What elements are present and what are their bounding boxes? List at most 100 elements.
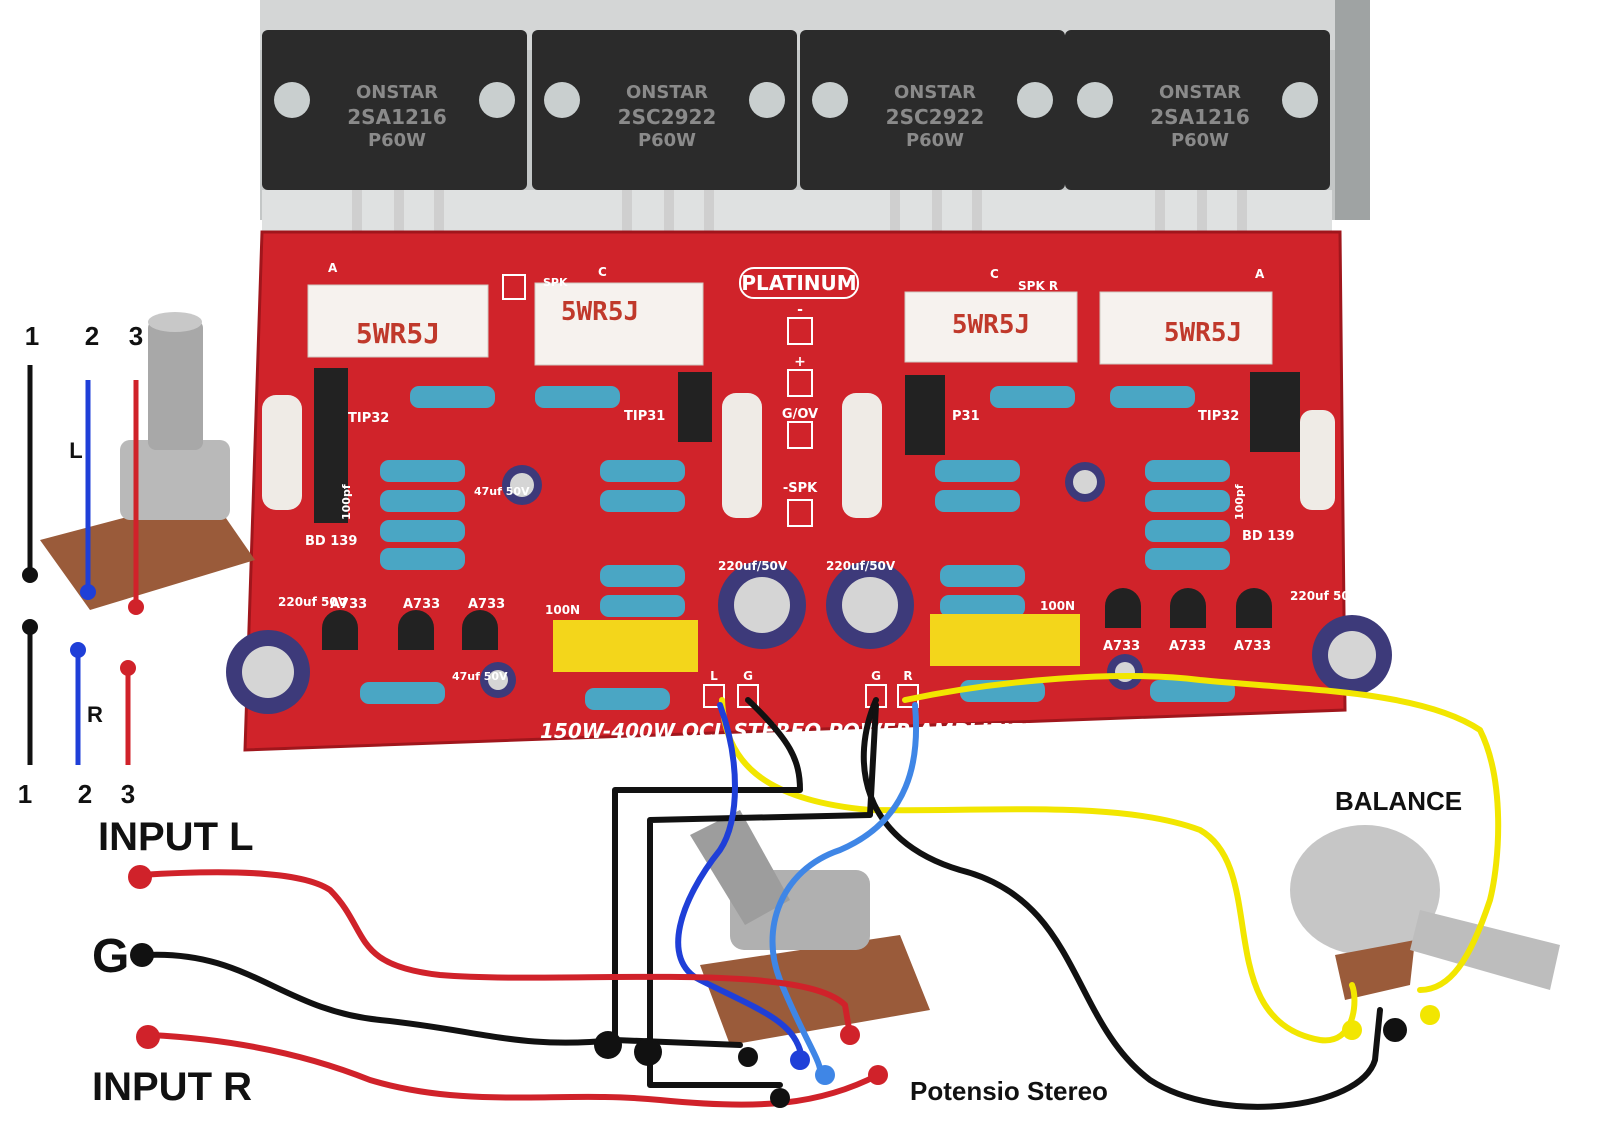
transistor-brand: ONSTAR (356, 82, 438, 103)
small-resistor (360, 682, 445, 704)
ground-label: G (92, 930, 129, 983)
tip32-transistor (314, 368, 348, 523)
pin-number: 2 (85, 321, 99, 351)
small-resistor (1145, 490, 1230, 512)
small-resistor (380, 460, 465, 482)
small-resistor (935, 490, 1020, 512)
power-resistor: 5WR5J (307, 284, 489, 358)
tip31-transistor (678, 372, 712, 442)
transistor-part: 2SC2922 (618, 105, 717, 129)
svg-text:P31: P31 (952, 409, 980, 424)
electrolytic-capacitor (1312, 615, 1392, 695)
svg-text:47uf 50V: 47uf 50V (452, 670, 508, 683)
transistor-part: 2SA1216 (347, 105, 446, 129)
pot-pinout-diagram: 1 2 3 1 2 3 L R (18, 312, 255, 809)
svg-text:220uf/50V: 220uf/50V (718, 559, 788, 573)
board-title: 150W-400W OCL STEREO POWER AMPLIFIER (540, 719, 1038, 743)
small-resistor (535, 386, 620, 408)
transistor-rating: P60W (1171, 130, 1229, 151)
power-resistor-vertical (842, 393, 882, 518)
small-resistor (380, 548, 465, 570)
svg-text:A733: A733 (330, 597, 367, 612)
amplifier-board: PLATINUM 5WR5J 5WR5J 5WR5J 5WR5J (226, 230, 1392, 752)
screw-icon (1282, 82, 1318, 118)
black-wire (860, 697, 1383, 1110)
svg-text:100N: 100N (1040, 599, 1075, 613)
screw-icon (749, 82, 785, 118)
svg-text:C: C (990, 267, 999, 281)
small-resistor (1145, 520, 1230, 542)
tip32-transistor (1250, 372, 1300, 452)
screw-icon (812, 82, 848, 118)
svg-text:A733: A733 (1234, 639, 1271, 654)
electrolytic-capacitor (718, 561, 806, 649)
svg-text:R: R (903, 669, 912, 683)
small-resistor (1145, 548, 1230, 570)
pin-number: 3 (121, 779, 135, 809)
electrolytic-capacitor (502, 465, 542, 505)
small-resistor (585, 688, 670, 710)
channel-label-l: L (69, 438, 82, 463)
input-r-label: INPUT R (92, 1065, 252, 1109)
svg-text:5WR5J: 5WR5J (356, 317, 440, 350)
yellow-wire (719, 697, 1358, 1044)
svg-text:220uf 50V: 220uf 50V (1290, 589, 1360, 603)
screw-icon (479, 82, 515, 118)
svg-text:TIP32: TIP32 (348, 411, 389, 426)
pin-number: 2 (78, 779, 92, 809)
svg-text:100pf: 100pf (1233, 484, 1246, 520)
small-resistor (600, 490, 685, 512)
red-wire (137, 869, 853, 1038)
svg-text:+: + (794, 354, 806, 370)
screw-icon (1017, 82, 1053, 118)
svg-text:A: A (328, 261, 338, 275)
svg-text:A: A (1255, 267, 1265, 281)
film-capacitor (553, 620, 698, 672)
platinum-badge (739, 267, 859, 299)
svg-text:G/OV: G/OV (782, 407, 818, 422)
svg-text:-: - (797, 302, 803, 318)
small-resistor (1145, 460, 1230, 482)
svg-text:L: L (710, 669, 718, 683)
svg-text:A733: A733 (1169, 639, 1206, 654)
small-resistor (380, 520, 465, 542)
svg-text:TIP32: TIP32 (1198, 409, 1239, 424)
transistor-part: 2SC2922 (886, 105, 985, 129)
power-transistors: ONSTAR2SA1216P60WONSTAR2SC2922P60WONSTAR… (262, 30, 1330, 265)
film-capacitor (930, 614, 1080, 666)
channel-label-r: R (87, 702, 103, 727)
input-l-label: INPUT L (98, 815, 254, 859)
small-resistor (600, 565, 685, 587)
transistor-rating: P60W (906, 130, 964, 151)
electrolytic-capacitor (1065, 462, 1105, 502)
svg-text:47uf 50V: 47uf 50V (474, 485, 530, 498)
wires (137, 673, 1502, 1110)
small-resistor (1110, 386, 1195, 408)
transistor-part: 2SA1216 (1150, 105, 1249, 129)
tip31-transistor (905, 375, 945, 455)
red-wire (147, 1032, 881, 1108)
output-pads (502, 274, 813, 527)
svg-text:G: G (743, 669, 753, 683)
pin-number: 1 (25, 321, 39, 351)
svg-text:BD 139: BD 139 (305, 534, 357, 549)
transistor-brand: ONSTAR (894, 82, 976, 103)
svg-text:5WR5J: 5WR5J (1164, 318, 1242, 348)
wire-endpoints (128, 865, 1440, 1108)
svg-text:SPK: SPK (543, 276, 568, 289)
svg-text:BD 139: BD 139 (1242, 529, 1294, 544)
svg-text:5WR5J: 5WR5J (952, 310, 1030, 340)
svg-text:A733: A733 (1103, 639, 1140, 654)
small-resistor (600, 460, 685, 482)
screw-icon (544, 82, 580, 118)
svg-text:100N: 100N (545, 603, 580, 617)
electrolytic-capacitor (480, 662, 516, 698)
transistor-brand: ONSTAR (1159, 82, 1241, 103)
transistor-brand: ONSTAR (626, 82, 708, 103)
power-resistor: 5WR5J (1099, 291, 1273, 365)
small-resistor (600, 595, 685, 617)
board-model: DMS-075 (1165, 716, 1261, 738)
